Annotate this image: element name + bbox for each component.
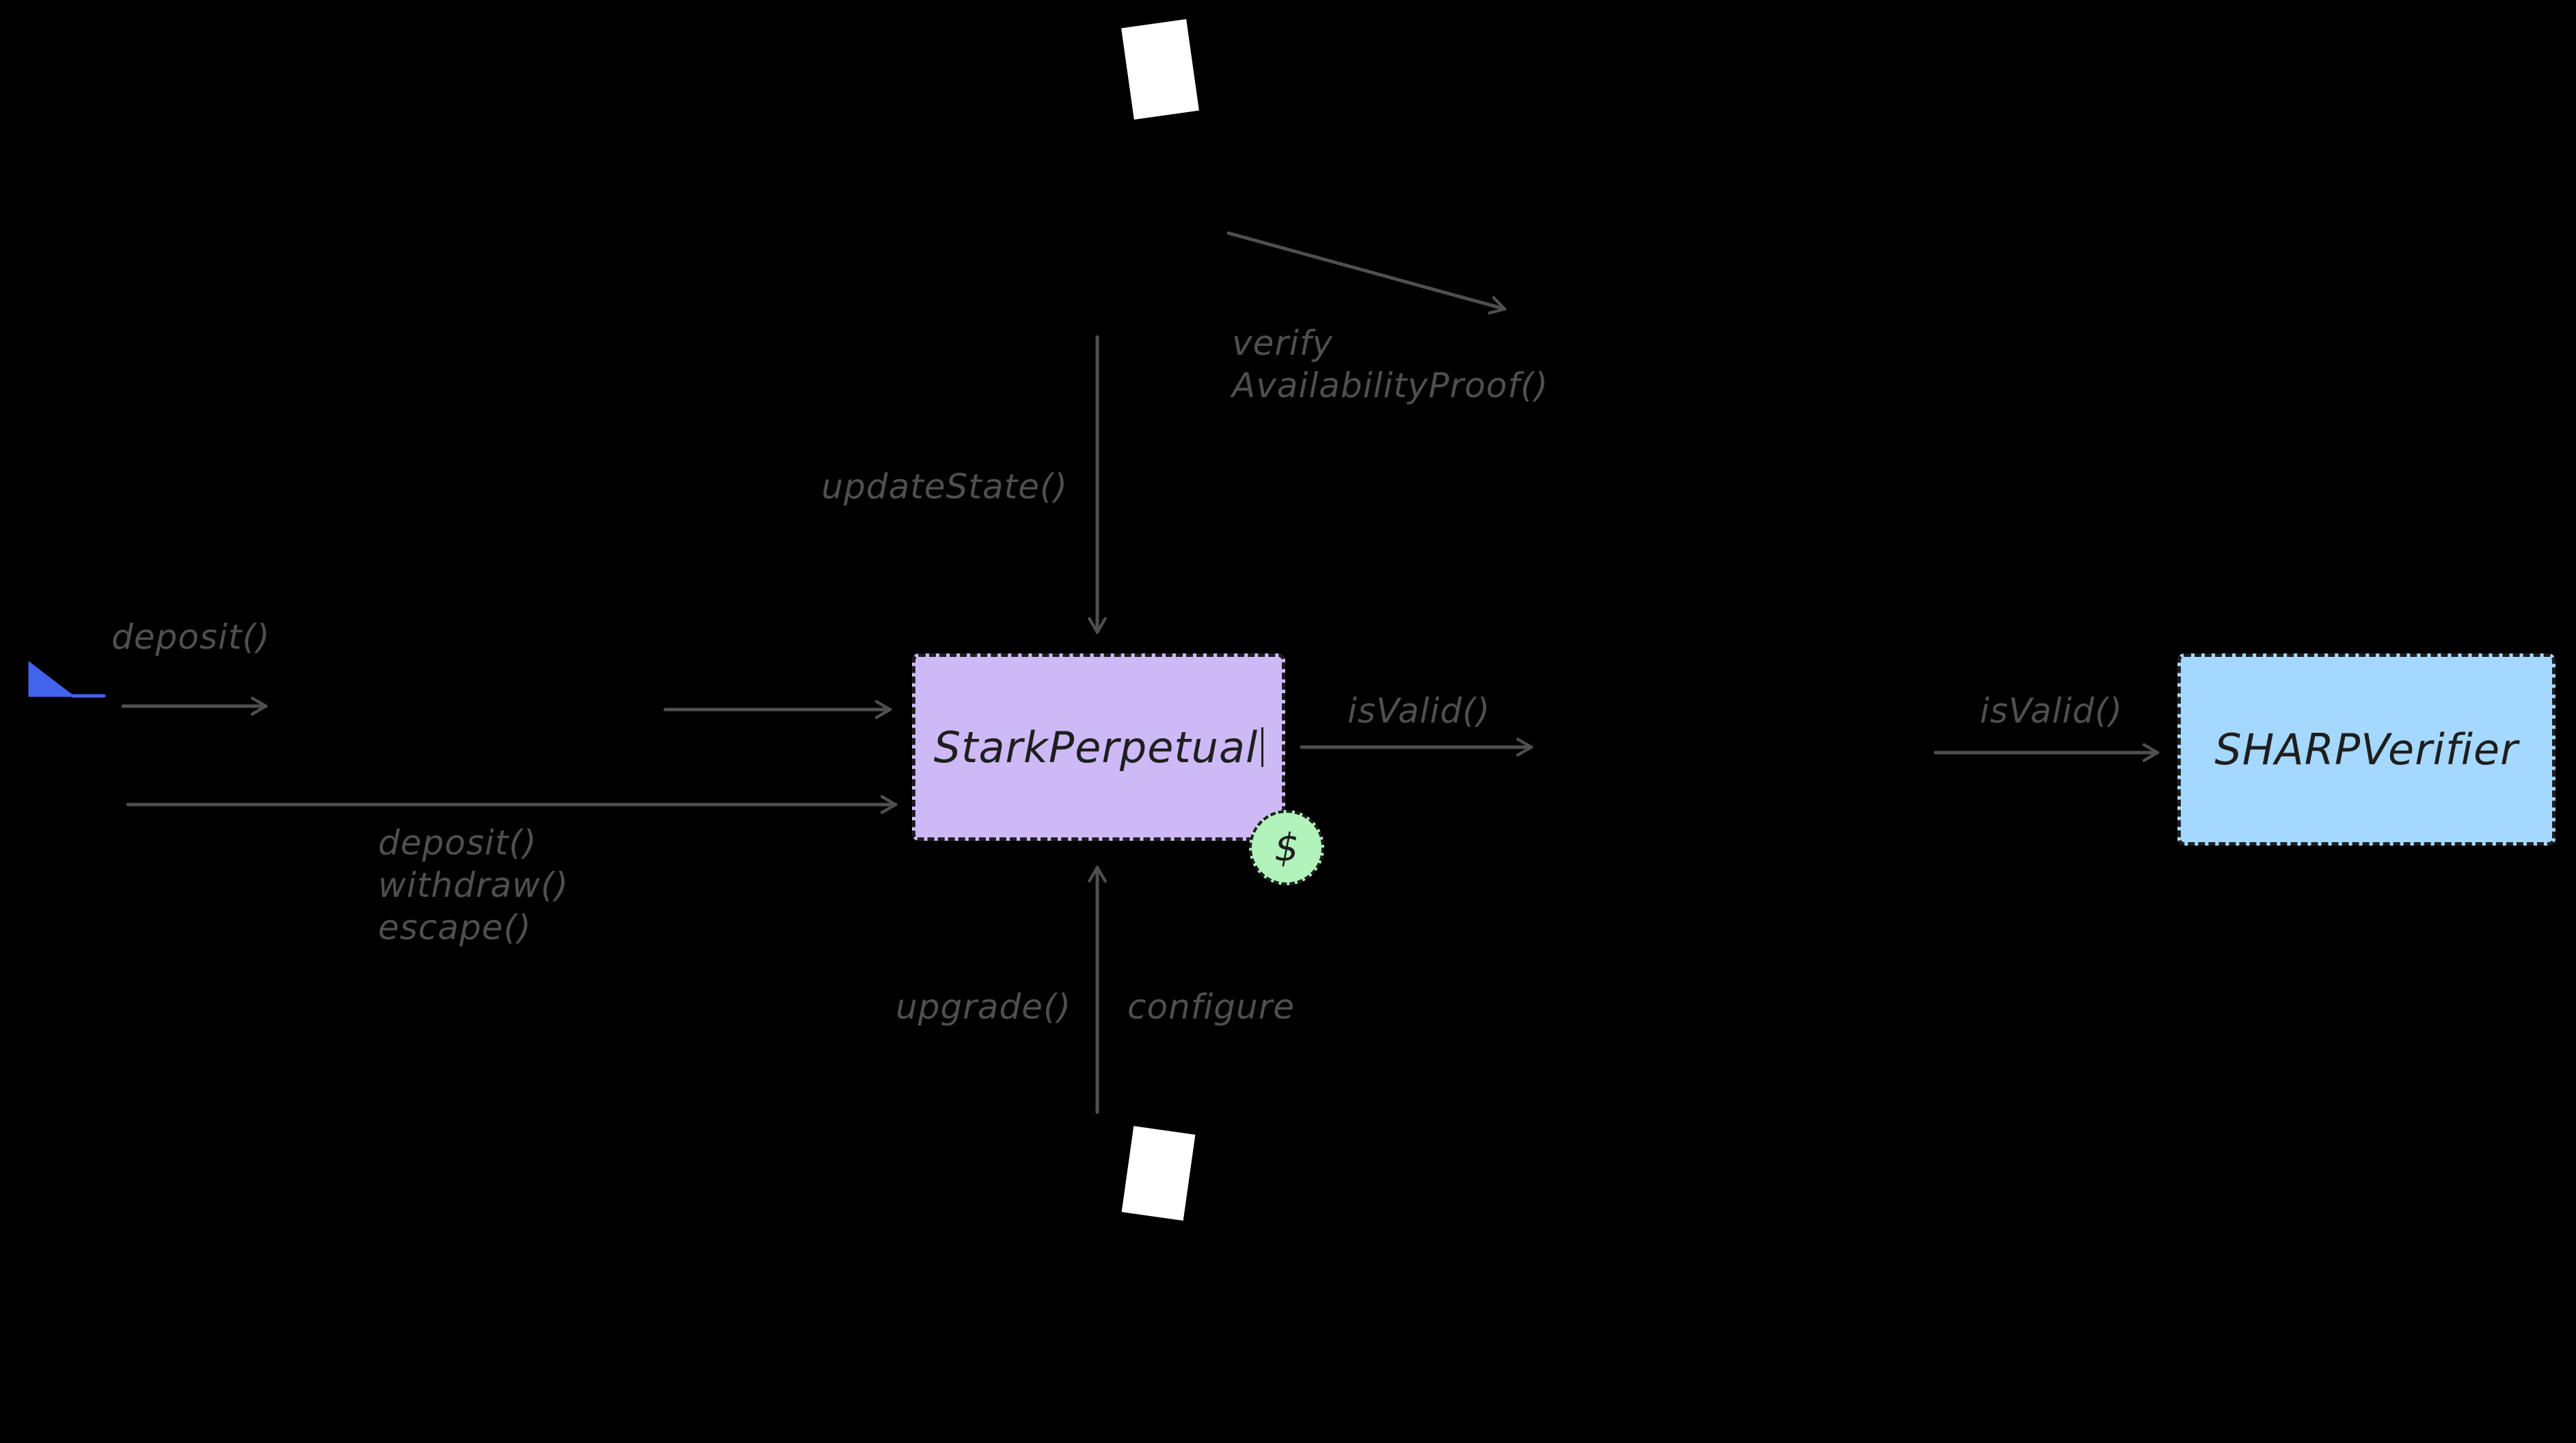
node-stark-perpetual-label: StarkPerpetual	[933, 722, 1259, 772]
edge-label-configure: configure	[1127, 987, 1296, 1027]
dollar-badge-label: $	[1274, 825, 1299, 870]
edge-label-deposit-withdraw-escape: deposit() withdraw() escape()	[378, 823, 569, 947]
dollar-badge-icon[interactable]: $	[1249, 810, 1324, 885]
edge-label-deposit: deposit()	[111, 617, 271, 657]
edge-label-update-state: updateState()	[821, 467, 1068, 507]
edge-label-verify-availability: verify AvailabilityProof()	[1232, 323, 1548, 405]
edge-label-is-valid-left: isValid()	[1347, 691, 1491, 731]
edge-label-upgrade: upgrade()	[896, 987, 1071, 1027]
edge-label-is-valid-right: isValid()	[1980, 691, 2123, 731]
document-icon-top[interactable]	[1121, 18, 1199, 120]
node-sharp-verifier[interactable]: SHARPVerifier	[2177, 653, 2555, 846]
document-icon-bottom[interactable]	[1121, 1126, 1196, 1221]
cursor-triangle-icon	[28, 660, 106, 698]
node-stark-perpetual[interactable]: StarkPerpetual	[912, 653, 1285, 841]
node-sharp-verifier-label: SHARPVerifier	[2214, 725, 2519, 774]
text-cursor	[1261, 727, 1264, 767]
edge-verify-availability	[1226, 231, 1507, 315]
